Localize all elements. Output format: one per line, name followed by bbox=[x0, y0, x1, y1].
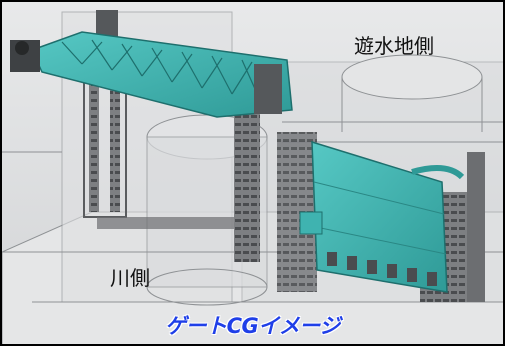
upstream-side-label: 遊水地側 bbox=[354, 34, 434, 58]
river-side-label: 川側 bbox=[110, 266, 150, 290]
gate-leaf bbox=[299, 140, 465, 293]
left-gate-tower bbox=[83, 10, 260, 262]
image-caption: ゲートCGイメージ bbox=[165, 314, 340, 338]
hoist-bridge bbox=[10, 31, 293, 118]
